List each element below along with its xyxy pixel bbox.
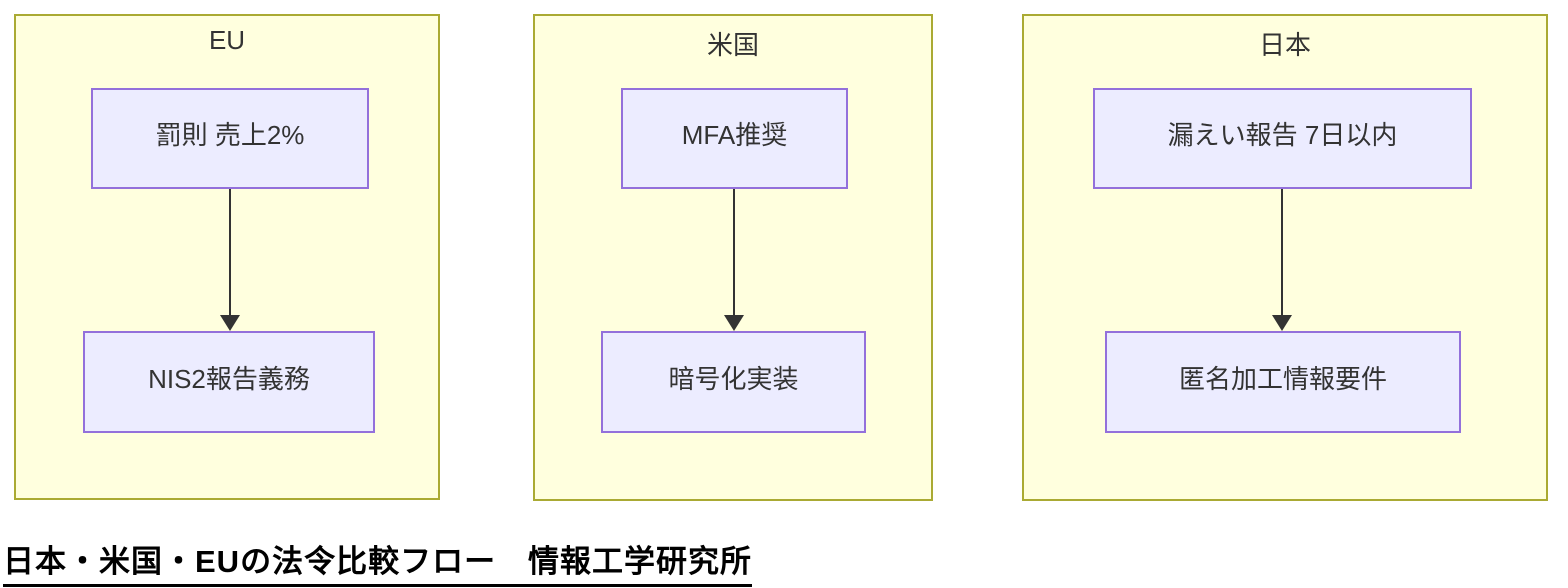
node-us-encryption: 暗号化実装	[601, 331, 866, 433]
node-eu-penalty: 罰則 売上2%	[91, 88, 369, 189]
cluster-us: 米国 MFA推奨 暗号化実装	[533, 14, 933, 501]
node-jp-breach-report: 漏えい報告 7日以内	[1093, 88, 1472, 189]
edge-line	[1281, 189, 1283, 317]
cluster-eu-title: EU	[208, 25, 246, 55]
arrow-down-icon	[1272, 315, 1292, 331]
cluster-jp: 日本 漏えい報告 7日以内 匿名加工情報要件	[1022, 14, 1548, 501]
cluster-us-title: 米国	[706, 30, 759, 60]
node-us-mfa: MFA推奨	[621, 88, 848, 189]
diagram-caption: 日本・米国・EUの法令比較フロー 情報工学研究所	[3, 536, 753, 587]
arrow-down-icon	[220, 315, 240, 331]
cluster-jp-title: 日本	[1258, 30, 1311, 60]
node-jp-anonymized-info: 匿名加工情報要件	[1105, 331, 1461, 433]
cluster-eu: EU 罰則 売上2% NIS2報告義務	[14, 14, 440, 500]
node-eu-nis2: NIS2報告義務	[83, 331, 375, 433]
edge-line	[733, 189, 735, 317]
arrow-down-icon	[724, 315, 744, 331]
edge-line	[229, 189, 231, 317]
